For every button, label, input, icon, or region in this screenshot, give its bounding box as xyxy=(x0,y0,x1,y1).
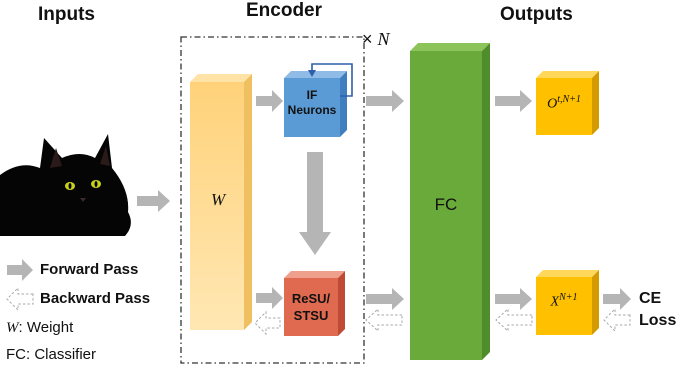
output-o-block xyxy=(536,71,599,135)
legend-weight-text: : Weight xyxy=(18,319,74,336)
forward-arrow-icon xyxy=(299,152,331,255)
backward-arrow-icon xyxy=(495,307,533,333)
resu-label: ReSU/ STSU xyxy=(284,290,338,324)
output-x-base: X xyxy=(550,294,560,310)
if-neurons-block xyxy=(284,71,347,137)
forward-arrow-icon xyxy=(366,90,404,112)
encoder-header: Encoder xyxy=(246,0,323,21)
legend-weight: W: Weight xyxy=(6,319,73,337)
outputs-header: Outputs xyxy=(500,4,573,25)
forward-arrow-icon xyxy=(256,287,283,309)
forward-arrow-icon xyxy=(137,190,170,212)
backward-arrow-icon xyxy=(603,307,631,333)
if-neurons-line1: IF xyxy=(306,88,318,102)
forward-arrow-icon xyxy=(256,90,283,112)
fc-label: FC xyxy=(434,195,458,214)
inputs-header: Inputs xyxy=(38,4,95,25)
forward-arrow-icon xyxy=(603,288,631,310)
forward-arrow-icon xyxy=(495,90,532,112)
output-x-block xyxy=(536,270,599,335)
ce-loss-label: CE Loss xyxy=(639,288,676,332)
recurrent-loop-arrow xyxy=(311,63,353,97)
backward-arrows xyxy=(6,286,631,336)
output-o-base: O xyxy=(547,96,558,112)
repeat-label: × N xyxy=(362,29,390,50)
encoder-frame xyxy=(180,36,365,364)
output-x-label: XN+1 xyxy=(536,292,592,311)
legend-backward-pass: Backward Pass xyxy=(40,290,151,307)
output-o-label: Ot,N+1 xyxy=(536,94,592,113)
legend-weight-symbol: W xyxy=(6,320,19,336)
ce-loss-line1: CE xyxy=(639,290,662,307)
forward-arrows xyxy=(7,90,631,310)
forward-arrow-icon xyxy=(366,288,404,310)
output-x-sup: N+1 xyxy=(559,292,578,303)
if-neurons-line2: Neurons xyxy=(287,103,337,117)
legend-forward-pass: Forward Pass xyxy=(40,261,139,278)
backward-arrow-icon xyxy=(365,307,403,333)
cat-image xyxy=(0,134,131,236)
weight-block xyxy=(190,74,252,330)
repeat-times-symbol: × xyxy=(362,29,373,49)
ce-loss-line2: Loss xyxy=(639,312,677,329)
fc-block xyxy=(410,43,490,360)
backward-arrow-icon xyxy=(6,286,34,312)
resu-line2: STSU xyxy=(293,308,329,323)
forward-arrow-icon xyxy=(7,259,33,281)
resu-block xyxy=(284,271,345,336)
resu-line1: ReSU/ xyxy=(291,291,331,306)
output-o-sup: t,N+1 xyxy=(557,94,581,105)
repeat-count-var: N xyxy=(377,29,390,49)
if-neurons-label: IF Neurons xyxy=(284,88,340,118)
legend-classifier: FC: Classifier xyxy=(6,346,97,363)
forward-arrow-icon xyxy=(495,288,532,310)
backward-arrow-icon xyxy=(254,310,281,336)
weight-symbol: W xyxy=(211,190,226,209)
